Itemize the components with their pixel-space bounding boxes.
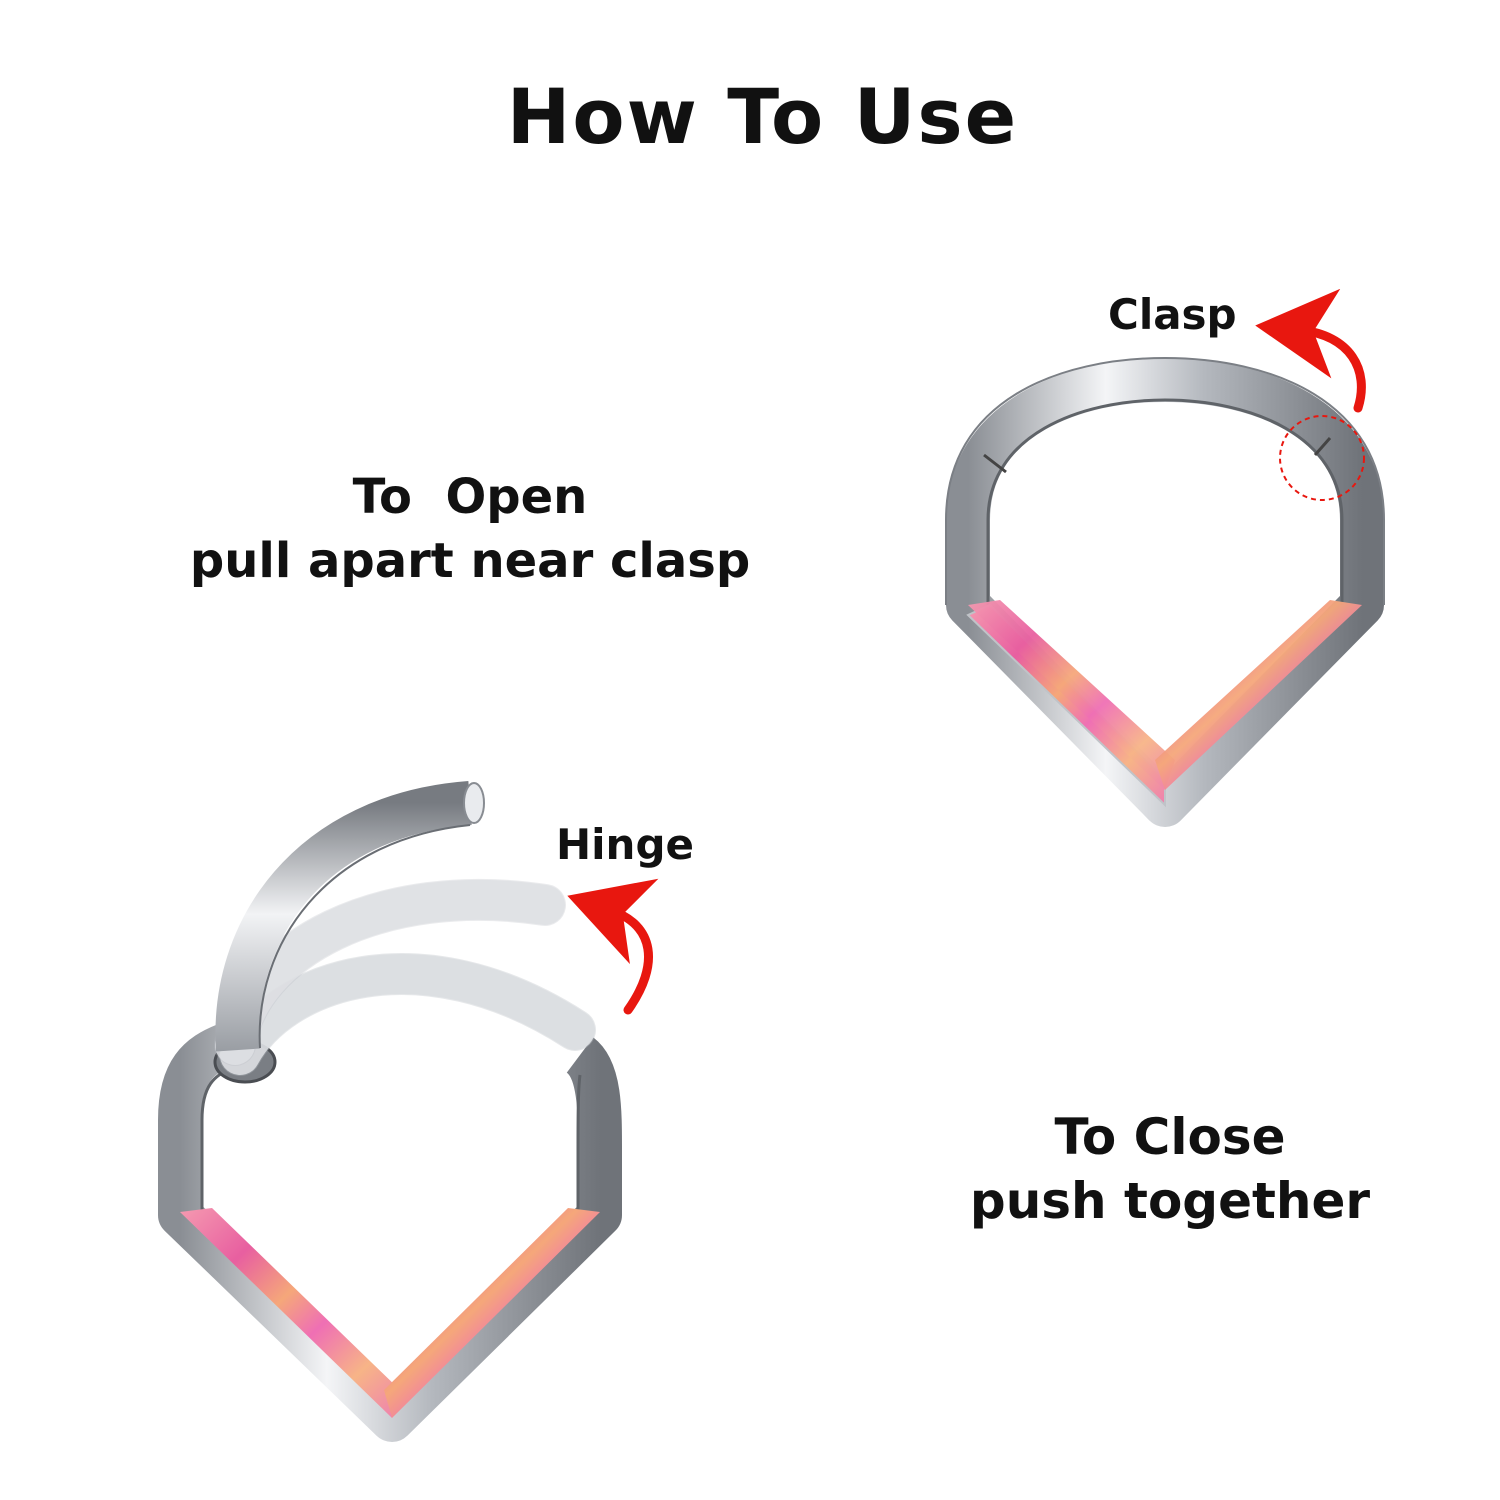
closed-ring-opal-left (966, 603, 1166, 808)
closed-ring-inner-edge (986, 398, 1344, 605)
open-ring-opal-strip-right (384, 1208, 600, 1418)
closed-ring-band (946, 358, 1384, 827)
close-heading: To Close (1054, 1108, 1286, 1166)
open-ring-opal-strip-left (180, 1208, 400, 1418)
open-heading: To Open (352, 469, 588, 525)
open-arc-inner-edge (258, 824, 471, 1049)
open-ring-band (158, 1024, 622, 1442)
open-instruction: To Open pull apart near clasp (160, 465, 780, 593)
clasp-highlight-circle (1279, 415, 1365, 501)
open-detail: pull apart near clasp (189, 533, 751, 589)
closed-ring-clasp-seam (1313, 437, 1332, 456)
page-title: How To Use (506, 72, 1019, 161)
open-ring-inner-edge (200, 1066, 582, 1212)
closed-ring-opal-strip-left (968, 600, 1175, 790)
closed-ring-outer-edge (945, 356, 1385, 605)
open-arc (215, 781, 472, 1052)
close-instruction: To Close push together (950, 1105, 1390, 1233)
open-ring (158, 781, 659, 1442)
closed-ring-hinge-seam (983, 453, 1007, 474)
clasp-arrow (1255, 288, 1366, 413)
ghost-arc-1 (220, 954, 595, 1075)
closed-ring-opal-strip-right (1155, 600, 1362, 790)
closed-ring (945, 288, 1385, 827)
hinge-label: Hinge (556, 820, 694, 869)
hinge-arrow (567, 878, 659, 1015)
open-arc-tip (463, 782, 485, 824)
clasp-label: Clasp (1108, 290, 1237, 339)
ghost-arc-1-edge (219, 953, 596, 1076)
close-detail: push together (969, 1172, 1371, 1230)
